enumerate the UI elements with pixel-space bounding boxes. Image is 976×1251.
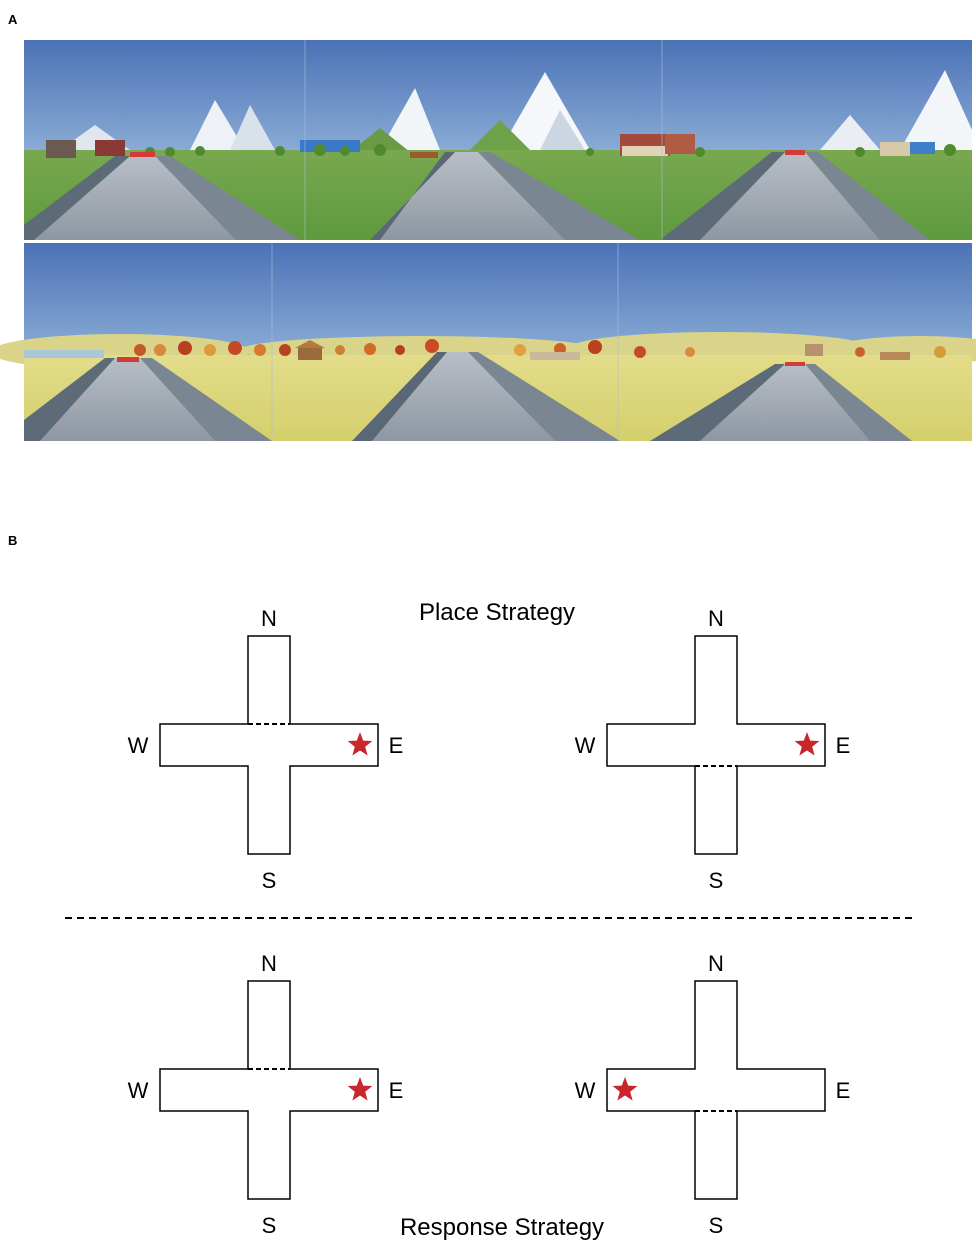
compass-label-n: N [708, 606, 724, 631]
compass-label-e: E [836, 733, 851, 758]
screenshot-strip-autumn [0, 243, 976, 441]
panel-label-a: A [8, 12, 18, 27]
compass-label-w: W [128, 1078, 149, 1103]
maze-outline [159, 980, 379, 1200]
compass-label-n: N [708, 951, 724, 976]
maze-outline [159, 635, 379, 855]
mountains-summer [60, 70, 972, 152]
trees-autumn [134, 339, 946, 358]
compass-label-e: E [836, 1078, 851, 1103]
goal-star-icon [347, 1077, 373, 1101]
compass-label-s: S [262, 868, 277, 893]
buildings-autumn [295, 340, 910, 360]
compass-label-n: N [261, 951, 277, 976]
compass-label-w: W [575, 1078, 596, 1103]
maze-diagrams: N S W E N S W E N S W E N S W E [128, 606, 851, 1238]
goal-star-icon [612, 1077, 638, 1101]
goal-star-icon [347, 732, 373, 756]
place-strategy-title: Place Strategy [419, 599, 575, 626]
maze-outline [606, 635, 826, 855]
compass-label-s: S [262, 1213, 277, 1238]
compass-label-s: S [709, 868, 724, 893]
maze-outline [606, 980, 826, 1200]
screenshot-strip-summer [24, 40, 972, 240]
response-strategy-title: Response Strategy [400, 1214, 604, 1241]
compass-label-e: E [389, 1078, 404, 1103]
roads-summer [24, 150, 930, 240]
panel-label-b: B [8, 533, 18, 548]
compass-label-s: S [709, 1213, 724, 1238]
maze-response-right: N S W E [575, 951, 851, 1238]
compass-label-w: W [575, 733, 596, 758]
compass-label-w: W [128, 733, 149, 758]
goal-star-icon [794, 732, 820, 756]
maze-place-left: N S W E [128, 606, 404, 893]
maze-response-left: N S W E [128, 951, 404, 1238]
maze-place-right: N S W E [575, 606, 851, 893]
compass-label-e: E [389, 733, 404, 758]
roads-autumn [24, 352, 912, 441]
compass-label-n: N [261, 606, 277, 631]
